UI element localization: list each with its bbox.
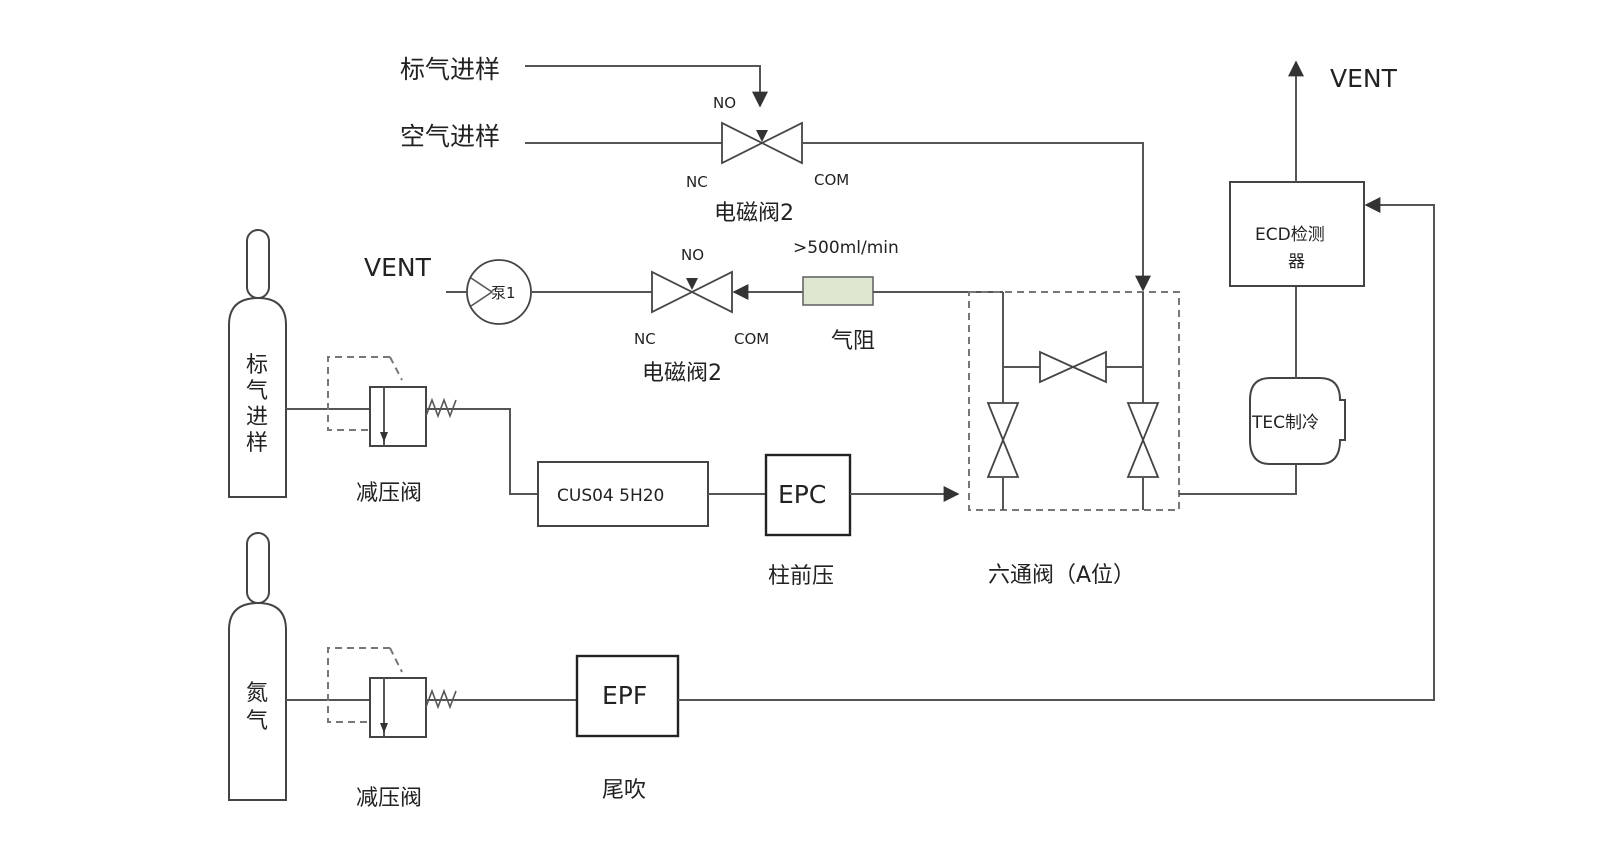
std-sample-line [525, 65, 768, 108]
six-port-valve-internals [986, 292, 1160, 510]
valve-mid-name-label: 电磁阀2 [642, 361, 722, 386]
valve-top-nc-label: NC [686, 173, 708, 191]
epc-label: EPC [778, 480, 826, 509]
std-cylinder-char-1: 标 [246, 353, 268, 378]
tec-label: TEC制冷 [1251, 413, 1319, 433]
epc-box [764, 453, 852, 537]
vent-left-label: VENT [364, 253, 432, 282]
valve-top-no-label: NO [713, 94, 736, 112]
pressure-regulator-bottom-icon [327, 647, 457, 738]
std-cylinder-char-4: 样 [246, 431, 268, 456]
std-cylinder-char-2: 气 [246, 379, 268, 404]
epf-label: EPF [602, 681, 647, 710]
column-box [537, 461, 709, 527]
six-port-valve-label: 六通阀（A位） [988, 563, 1135, 588]
epf-box [575, 654, 680, 738]
epf-to-ecd-line [678, 197, 1435, 701]
valve-top-com-label: COM [814, 171, 849, 189]
six-port-to-detector-line [1179, 464, 1297, 495]
regulator-top-label: 减压阀 [356, 481, 422, 506]
regulator-to-column-line [426, 408, 538, 495]
pressure-regulator-top-icon [327, 356, 457, 447]
n2-cylinder-char-2: 气 [246, 709, 268, 734]
valve-top-name-label: 电磁阀2 [714, 201, 794, 226]
epf-caption: 尾吹 [602, 778, 646, 803]
valve-top-to-six-port-line [802, 142, 1151, 292]
ecd-label-line2: 器 [1288, 252, 1305, 272]
air-sample-in-label: 空气进样 [400, 122, 500, 151]
solenoid-valve-top [721, 121, 803, 165]
restrictor [802, 276, 874, 306]
ecd-detector-box [1229, 181, 1365, 287]
nitrogen-cylinder [228, 532, 287, 801]
std-cylinder-char-3: 进 [246, 405, 268, 430]
std-sample-in-label: 标气进样 [400, 55, 500, 84]
regulator-bottom-label: 减压阀 [356, 786, 422, 811]
restrictor-label: 气阻 [831, 329, 875, 354]
ecd-label-line1: ECD检测 [1255, 225, 1325, 245]
column-label: CUS04 5H20 [557, 486, 664, 506]
std-gas-cylinder [228, 229, 287, 498]
solenoid-valve-middle [651, 270, 733, 314]
pump-label: 泵1 [491, 284, 516, 302]
valve-mid-nc-label: NC [634, 330, 656, 348]
n2-cylinder-char-1: 氮 [246, 681, 268, 706]
valve-mid-no-label: NO [681, 246, 704, 264]
tec-cooler [1249, 377, 1346, 465]
epc-caption: 柱前压 [768, 564, 834, 589]
six-port-valve-frame [968, 291, 1180, 511]
valve-mid-com-label: COM [734, 330, 769, 348]
restrictor-flow-label: >500ml/min [793, 238, 899, 258]
vent-right-label: VENT [1330, 64, 1398, 93]
